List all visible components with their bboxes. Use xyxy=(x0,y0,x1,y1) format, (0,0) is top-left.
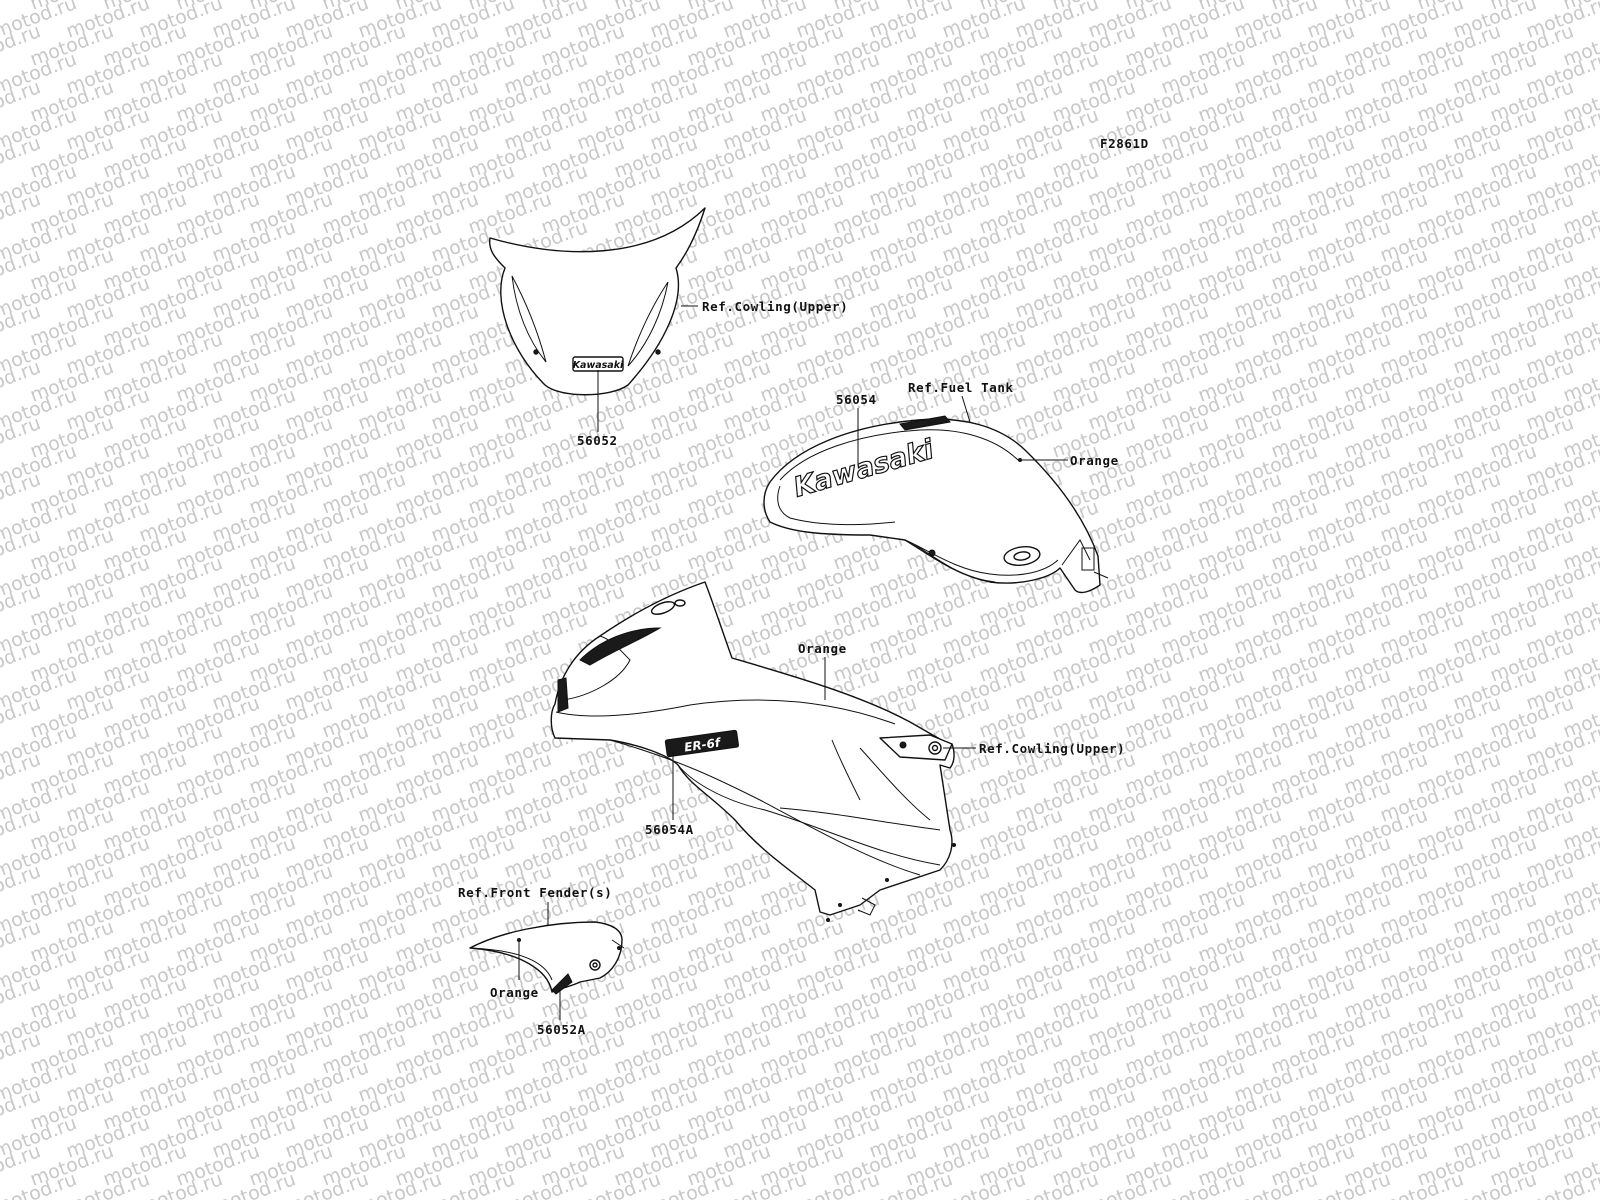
label-tank-color: Orange xyxy=(1070,453,1119,468)
label-56052a: 56052A xyxy=(537,1022,586,1037)
label-cowl-color: Orange xyxy=(798,641,847,656)
label-tank-ref: Ref.Fuel Tank xyxy=(908,380,1014,395)
label-56052: 56052 xyxy=(577,433,618,448)
label-fender-color: Orange xyxy=(490,985,539,1000)
label-56054a: 56054A xyxy=(645,822,694,837)
windshield-kawasaki-decal: Kawasaki xyxy=(572,356,624,372)
watermark-text: motod.ru xyxy=(1596,0,1600,43)
label-56054: 56054 xyxy=(836,392,877,407)
figure-code: F2861D xyxy=(1100,136,1149,151)
windshield-logo-text: Kawasaki xyxy=(573,360,624,371)
label-windshield-ref: Ref.Cowling(Upper) xyxy=(702,299,848,314)
label-cowl-ref: Ref.Cowling(Upper) xyxy=(979,741,1125,756)
label-fender-ref: Ref.Front Fender(s) xyxy=(458,885,612,900)
